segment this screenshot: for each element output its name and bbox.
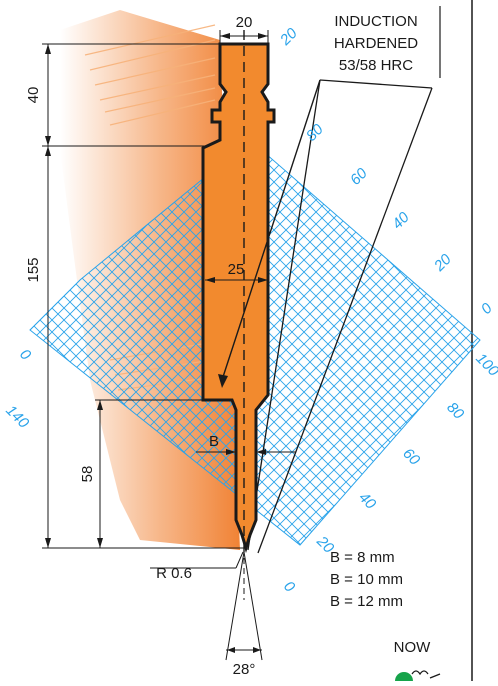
grid-line xyxy=(0,0,24,681)
now-badge-icon xyxy=(395,670,441,686)
dim-angle: 28° xyxy=(233,661,256,678)
scale-label-80b: 80 xyxy=(443,399,467,423)
dim-top-width: 20 xyxy=(236,14,253,31)
callout-box xyxy=(312,6,440,76)
grid-line xyxy=(30,140,457,545)
grid-line xyxy=(0,0,12,681)
now-label: NOW xyxy=(394,639,432,656)
grid-line xyxy=(43,140,480,545)
callout-wedge xyxy=(247,79,433,554)
grid-line xyxy=(30,140,469,545)
dim-tip-width: B xyxy=(209,433,219,450)
dim-middle-height: 155 xyxy=(25,257,42,282)
grid-line xyxy=(30,140,480,545)
scale-label-0a: 0 xyxy=(478,299,496,317)
scale-label-left-0: 0 xyxy=(16,346,34,364)
callout-arrow xyxy=(218,79,321,388)
extension-lines xyxy=(42,30,269,549)
scale-label-0b: 0 xyxy=(280,578,298,596)
grid-line xyxy=(30,140,433,545)
callout-line-3: 53/58 HRC xyxy=(339,57,413,74)
b-value-row-3: B = 12 mm xyxy=(330,593,403,610)
b-value-row-2: B = 10 mm xyxy=(330,571,403,588)
scale-label-100: 100 xyxy=(472,350,498,380)
grid-line xyxy=(115,140,480,545)
angle-arrowheads xyxy=(227,647,261,653)
grid-line xyxy=(30,140,409,545)
scale-label-60a: 60 xyxy=(347,164,371,188)
grid-line xyxy=(30,140,421,545)
grid-line xyxy=(91,140,480,545)
scale-label-60b: 60 xyxy=(399,445,423,469)
grid-line xyxy=(30,140,480,545)
grid-line xyxy=(0,0,12,681)
punch-tool-profile xyxy=(201,42,276,554)
angle-lines xyxy=(225,548,263,661)
grid-line xyxy=(55,140,480,545)
dim-upper-height: 40 xyxy=(25,87,42,104)
grid-line xyxy=(67,140,480,545)
dim-body-width: 25 xyxy=(228,261,245,278)
callout-line-2: HARDENED xyxy=(334,35,418,52)
scale-label-40a: 40 xyxy=(389,208,413,232)
scale-label-80a: 80 xyxy=(303,120,327,144)
grid-line xyxy=(79,140,480,545)
grid-line xyxy=(30,140,480,545)
scale-label-top: 20 xyxy=(276,24,301,49)
grid-line xyxy=(488,0,498,681)
grid-line xyxy=(0,0,24,681)
grid-line xyxy=(488,0,498,681)
grid-line xyxy=(30,140,445,545)
b-dimension-arrowheads xyxy=(226,449,266,455)
vertical-dimension-lines xyxy=(47,44,101,548)
b-value-row-1: B = 8 mm xyxy=(330,549,395,566)
dim-lower-height: 58 xyxy=(79,466,96,483)
dim-radius: R 0.6 xyxy=(156,565,192,582)
scale-label-left-140: 140 xyxy=(2,402,32,432)
scale-label-40b: 40 xyxy=(355,489,379,513)
radius-leader xyxy=(150,551,244,569)
scale-label-20a: 20 xyxy=(430,250,455,275)
grid-line xyxy=(103,140,480,545)
callout-line-1: INDUCTION xyxy=(334,13,417,30)
hardness-grid-border xyxy=(29,139,481,546)
grid-line xyxy=(31,140,480,545)
